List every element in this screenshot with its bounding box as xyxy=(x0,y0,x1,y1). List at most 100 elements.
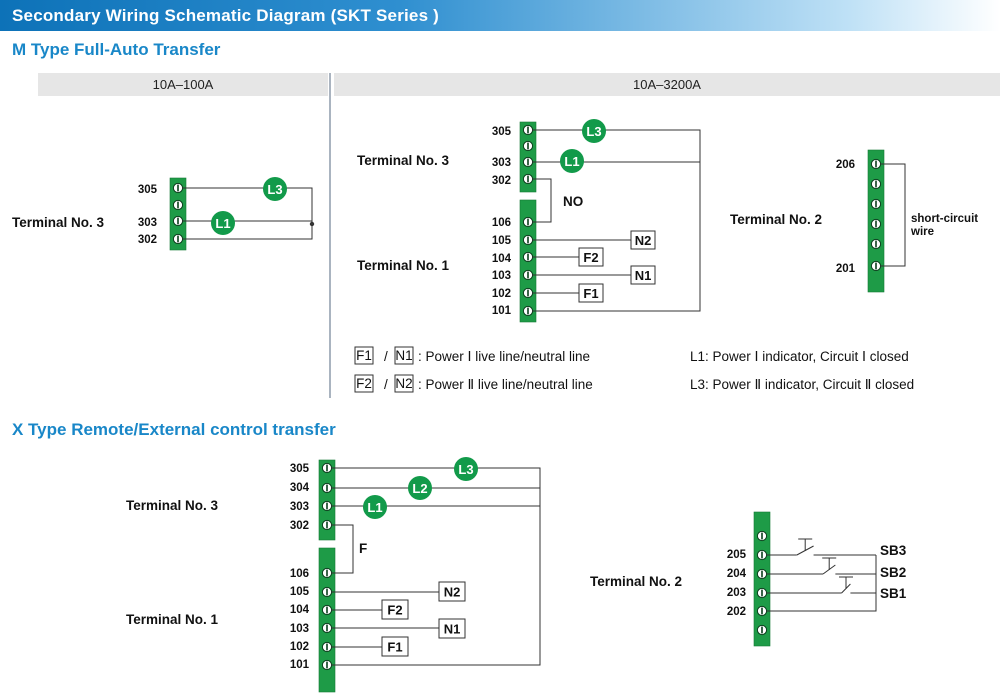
terminal-label: Terminal No. 1 xyxy=(126,612,219,627)
wire xyxy=(532,178,552,223)
component-box-label: N2 xyxy=(444,585,461,600)
component-box-f1: F1 xyxy=(381,636,409,657)
terminal-number: 106 xyxy=(492,217,511,229)
legend-l1: L1: Power Ⅰ indicator, Circuit Ⅰ closed xyxy=(690,349,909,364)
lamp-icon xyxy=(582,119,606,143)
terminal-label: Terminal No. 1 xyxy=(357,258,450,273)
lamp-icon xyxy=(408,476,432,500)
no-label: NO xyxy=(563,194,583,209)
terminal-number: 105 xyxy=(290,586,310,598)
terminal-label: Terminal No. 2 xyxy=(730,212,822,227)
column-header-10a-3200a: 10A–3200A xyxy=(334,73,1000,96)
lamp-icon xyxy=(263,177,287,201)
component-box xyxy=(381,599,409,620)
indicator-lamp-l1: L1 xyxy=(560,149,584,173)
lamp-label: L3 xyxy=(586,124,601,139)
lamp-label: L3 xyxy=(267,182,282,197)
lamp-label: L3 xyxy=(458,462,473,477)
terminal-number: 304 xyxy=(290,482,310,494)
legend-slash: / xyxy=(384,349,388,364)
terminal-strip xyxy=(519,121,537,193)
column-divider xyxy=(329,73,331,398)
terminal-strip xyxy=(318,459,336,541)
labels: 305 303 302 305 303 302 106 105 104 103 … xyxy=(12,126,978,671)
component-box-label: N2 xyxy=(635,233,652,248)
terminal-number: 204 xyxy=(727,568,747,580)
legend-box xyxy=(354,346,374,365)
legend-n2: N2 xyxy=(395,376,412,391)
terminal-strip xyxy=(519,199,537,323)
legend-f2: F2 xyxy=(356,376,372,391)
lamp-icon xyxy=(211,211,235,235)
wire xyxy=(182,187,313,224)
wire xyxy=(880,163,906,267)
terminal-number: 104 xyxy=(492,253,512,265)
component-box xyxy=(630,265,656,285)
terminal-number: 101 xyxy=(290,659,310,671)
component-box-label: F1 xyxy=(387,640,402,655)
terminal-number: 102 xyxy=(290,641,309,653)
component-box-label: N1 xyxy=(444,622,461,637)
terminal-number: 103 xyxy=(290,623,309,635)
terminal-number: 302 xyxy=(138,234,157,246)
component-box xyxy=(630,230,656,250)
lamp-label: L1 xyxy=(564,154,579,169)
legend-box xyxy=(354,374,374,393)
indicator-lamp-l2: L2 xyxy=(408,476,432,500)
legend-f1: F1 xyxy=(356,348,372,363)
terminal-strip xyxy=(753,511,771,647)
push-switch-sb2 xyxy=(818,557,846,575)
component-box-label: F2 xyxy=(583,250,598,265)
terminal-number: 205 xyxy=(727,549,747,561)
wire xyxy=(532,129,701,312)
component-box-n2: N2 xyxy=(630,230,656,250)
legend-n1: N1 xyxy=(395,348,412,363)
legend-power2: : Power Ⅱ live line/neutral line xyxy=(418,377,593,392)
component-box-n2: N2 xyxy=(438,581,466,602)
terminal-number: 302 xyxy=(492,175,511,187)
push-switch-sb1 xyxy=(838,576,858,594)
component-box-n1: N1 xyxy=(630,265,656,285)
terminal-number: 203 xyxy=(727,587,746,599)
terminal-number: 305 xyxy=(138,184,158,196)
terminal-strips xyxy=(169,121,885,693)
lamp-label: L1 xyxy=(215,216,230,231)
legend-box xyxy=(394,346,414,365)
terminal-number: 202 xyxy=(727,606,746,618)
lamp-label: L2 xyxy=(412,481,427,496)
column-header-10a-100a: 10A–100A xyxy=(38,73,328,96)
terminal-number: 305 xyxy=(290,463,310,475)
push-switch-sb3 xyxy=(790,538,828,556)
terminal-number: 102 xyxy=(492,288,511,300)
component-box xyxy=(578,283,604,303)
wire xyxy=(331,524,354,574)
component-box-label: F1 xyxy=(583,286,598,301)
terminal-number: 101 xyxy=(492,305,512,317)
terminal-label: Terminal No. 2 xyxy=(590,574,682,589)
indicator-lamp-l3: L3 xyxy=(454,457,478,481)
lamp-icon xyxy=(363,495,387,519)
lamp-icon xyxy=(560,149,584,173)
terminal-number: 103 xyxy=(492,270,511,282)
component-box-n1: N1 xyxy=(438,618,466,639)
terminal-label: Terminal No. 3 xyxy=(126,498,219,513)
terminal-number: 305 xyxy=(492,126,512,138)
terminal-number: 303 xyxy=(290,501,309,513)
component-box xyxy=(381,636,409,657)
terminal-strip-body xyxy=(169,177,187,251)
indicator-lamp-l1: L1 xyxy=(363,495,387,519)
sb3-label: SB3 xyxy=(880,543,907,558)
component-box-f2: F2 xyxy=(381,599,409,620)
terminal-number: 302 xyxy=(290,520,309,532)
component-box xyxy=(578,247,604,267)
terminal-strip xyxy=(169,177,187,251)
indicator-lamp-l3: L3 xyxy=(263,177,287,201)
wire xyxy=(182,224,313,240)
legend-power1: : Power Ⅰ live line/neutral line xyxy=(418,349,590,364)
terminal-number: 104 xyxy=(290,604,310,616)
wire xyxy=(331,467,541,666)
terminal-number: 201 xyxy=(836,263,856,275)
component-box-label: F2 xyxy=(387,603,402,618)
